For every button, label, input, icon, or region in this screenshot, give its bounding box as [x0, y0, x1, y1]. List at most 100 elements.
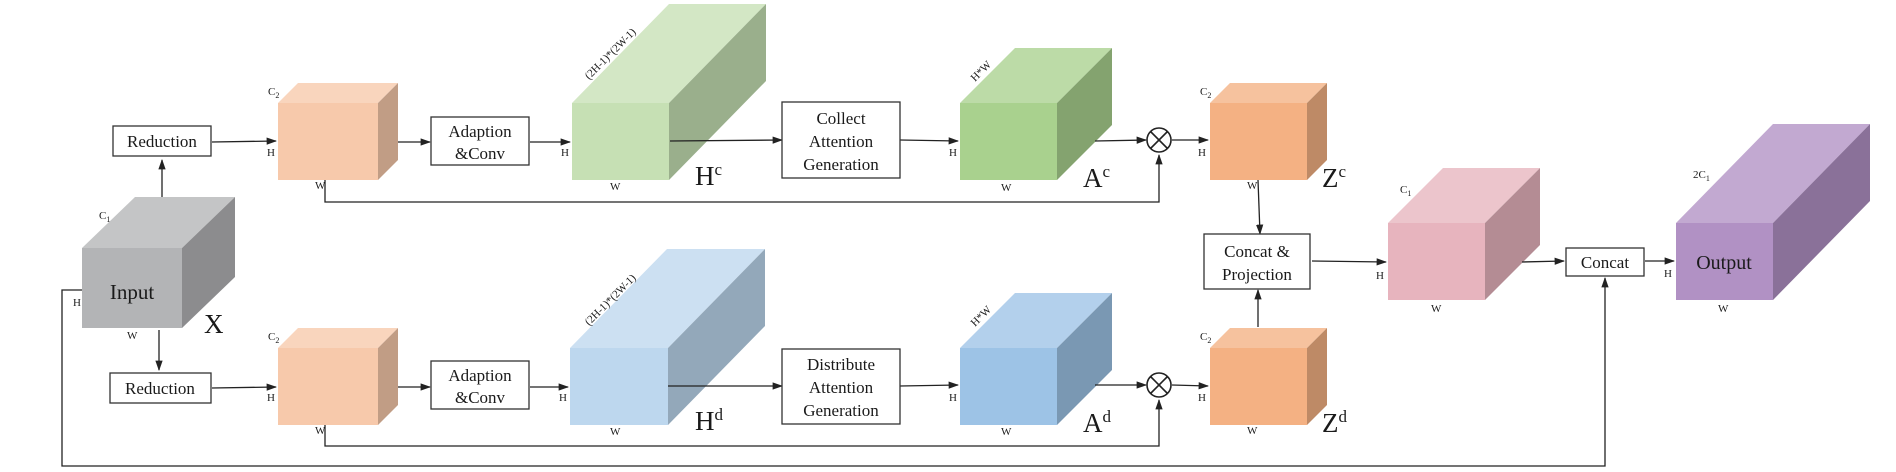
top-face: [1676, 124, 1870, 223]
skip-reduced-bottom-to-multiply: [324, 398, 1163, 447]
reduced-top-channel: C2: [268, 86, 279, 100]
input-w: W: [127, 330, 138, 342]
projected-channel: C1: [1400, 184, 1411, 198]
arrow-reduction-bottom-to-cube: [211, 383, 278, 391]
residual-input-to-concat: [61, 276, 1609, 467]
output-w: W: [1718, 303, 1729, 315]
reduced-bottom-h: H: [267, 392, 275, 404]
cube-hd: [570, 249, 765, 425]
svg-text:Reduction: Reduction: [125, 379, 195, 398]
reduced-top-h: H: [267, 147, 275, 159]
ac-w: W: [1001, 182, 1012, 194]
hd-h: H: [559, 392, 567, 404]
output-h: H: [1664, 268, 1672, 280]
reduced-bottom-w: W: [315, 425, 326, 437]
ac-h: H: [949, 147, 957, 159]
front-face: [278, 348, 378, 425]
zc-symbol: Zc: [1322, 162, 1347, 193]
side-face: [1307, 83, 1327, 180]
arrow-hc-to-collect: [669, 136, 784, 144]
svg-text:Distribute: Distribute: [807, 355, 875, 374]
arrow-projected-to-concat: [1521, 257, 1566, 265]
front-face: [82, 248, 182, 328]
arrow-collect-to-ac: [899, 137, 960, 145]
reduced-bottom-channel: C2: [268, 331, 279, 345]
input-h: H: [73, 297, 81, 309]
hd-symbol: Hd: [695, 405, 724, 436]
svg-text:Attention: Attention: [809, 378, 874, 397]
input-channel: C1: [99, 210, 110, 224]
front-face: [278, 103, 378, 180]
svg-text:Concat: Concat: [1581, 253, 1629, 272]
side-face: [1057, 293, 1112, 425]
cube-output: [1676, 124, 1870, 300]
side-face: [378, 328, 398, 425]
hd-w: W: [610, 426, 621, 438]
arrow-reduction-top-to-cube: [211, 137, 278, 145]
ac-symbol: Ac: [1083, 162, 1111, 193]
top-face: [278, 328, 398, 348]
side-face: [1307, 328, 1327, 425]
top-face: [82, 197, 235, 248]
top-face: [572, 4, 766, 103]
zc-w: W: [1247, 180, 1258, 192]
cube-reduced-top: [278, 83, 398, 180]
ad-symbol: Ad: [1083, 407, 1112, 438]
side-face: [378, 83, 398, 180]
output-channel: 2C1: [1693, 169, 1710, 183]
arrow-distribute-to-ad: [899, 381, 960, 389]
svg-text:Collect: Collect: [816, 109, 865, 128]
cube-hc: [572, 4, 766, 180]
cube-ad: [960, 293, 1112, 425]
svg-text:Generation: Generation: [803, 401, 879, 420]
front-face: [1676, 223, 1773, 300]
front-face: [960, 348, 1057, 425]
adaption-conv-box-top: Adaption &Conv: [430, 116, 530, 166]
hc-symbol: Hc: [695, 160, 723, 191]
side-face: [1485, 168, 1540, 300]
output-cube-label: Output: [1696, 252, 1752, 274]
multiply-operator-top: [1146, 127, 1172, 153]
connectors: [61, 136, 1676, 467]
cube-reduced-bottom: [278, 328, 398, 425]
input-cube-label: Input: [110, 280, 154, 304]
side-face: [1057, 48, 1112, 180]
collect-attention-box: Collect Attention Generation: [781, 101, 901, 179]
adaption-conv-box-bottom: Adaption &Conv: [430, 360, 530, 410]
concat-box: Concat: [1565, 247, 1645, 277]
front-face: [570, 348, 668, 425]
front-face: [1210, 103, 1307, 180]
svg-text:Adaption: Adaption: [448, 366, 512, 385]
projected-h: H: [1376, 270, 1384, 282]
front-face: [572, 103, 669, 180]
reduction-box-top: Reduction: [112, 125, 212, 157]
svg-text:Reduction: Reduction: [127, 132, 197, 151]
svg-text:Adaption: Adaption: [448, 122, 512, 141]
ad-w: W: [1001, 426, 1012, 438]
cube-zc: [1210, 83, 1327, 180]
top-face: [960, 293, 1112, 348]
front-face: [1210, 348, 1307, 425]
multiply-operator-bottom: [1146, 372, 1172, 398]
cube-zd: [1210, 328, 1327, 425]
side-face: [669, 4, 766, 180]
svg-text:Generation: Generation: [803, 155, 879, 174]
zd-channel: C2: [1200, 331, 1211, 345]
reduction-box-bottom: Reduction: [109, 372, 212, 404]
svg-text:Attention: Attention: [809, 132, 874, 151]
reduced-top-w: W: [315, 180, 326, 192]
side-face: [1773, 124, 1870, 300]
side-face: [182, 197, 235, 328]
svg-text:&Conv: &Conv: [455, 388, 506, 407]
front-face: [1388, 223, 1485, 300]
cube-ac: [960, 48, 1112, 180]
input-symbol: X: [204, 309, 224, 339]
cube-projected: [1388, 168, 1540, 300]
arrow-ac-to-multiply: [1094, 136, 1148, 144]
zd-h: H: [1198, 392, 1206, 404]
hc-w: W: [610, 181, 621, 193]
svg-text:Concat &: Concat &: [1224, 242, 1290, 261]
hc-h: H: [561, 147, 569, 159]
